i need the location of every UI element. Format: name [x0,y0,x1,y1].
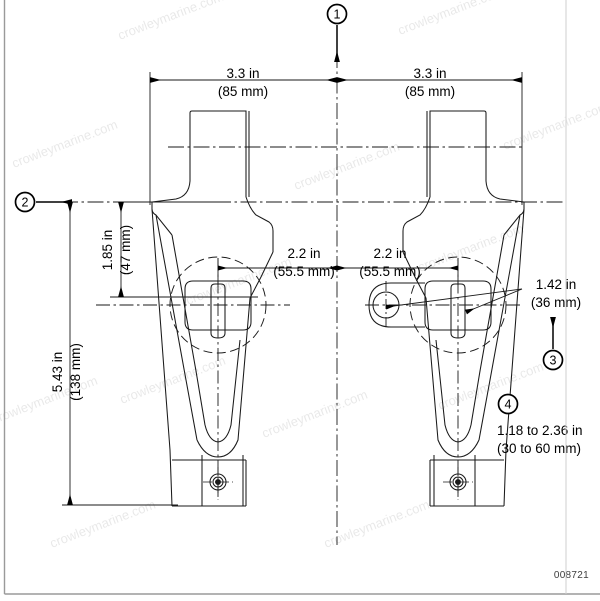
right-bracket-right-outer-taper [478,214,521,441]
left-offset-inches: 2.2 in [287,246,320,261]
left-bracket-inner-rib-v [204,339,241,443]
right-bracket-pivot-boss [424,280,492,331]
left-bracket-outer-shell [151,208,173,507]
callout-4-circle[interactable] [497,393,519,415]
left-offset-mm: (55.5 mm) [273,264,335,279]
watermark-text: crowleymarine.com [501,99,600,153]
callout-2-circle[interactable] [14,191,36,213]
right-bracket-slot [450,283,466,339]
callout-2[interactable]: 2 [14,191,73,213]
right-width-label: 3.3 in (85 mm) [405,66,455,99]
pivot-dimension-label: 1.42 in (36 mm) [531,277,581,310]
upper-height-mm: (47 mm) [118,225,133,275]
right-bracket-left-shoulder [402,196,431,252]
centerline-layer [62,52,566,545]
left-foot-bolt [203,467,233,497]
callout-4[interactable]: 4 [497,393,519,415]
right-bracket-right-inner-taper [470,234,505,426]
callout-4-label: 4 [505,398,512,412]
left-bracket-upper-left-edge [189,110,247,197]
right-offset-mm: (55.5 mm) [359,264,421,279]
watermark-text: crowleymarine.com [436,359,546,413]
left-bracket-upper-shoulder-curve [151,119,191,203]
left-width-label: 3.3 in (85 mm) [218,66,268,99]
page-border-frame [3,0,600,595]
right-bracket-upper-right-edge [429,110,487,197]
callout-3[interactable]: 3 [542,317,564,371]
right-width-mm: (85 mm) [405,84,455,99]
left-bracket-left-inner-taper [171,234,206,426]
callout-2-label: 2 [22,196,29,210]
left-width-mm: (85 mm) [218,84,268,99]
watermark-text: crowleymarine.com [10,117,120,171]
left-bracket-right-shoulder [245,196,274,252]
right-bracket-inner-rib-v [435,339,472,443]
watermark-text: crowleymarine.com [118,353,228,407]
top-width-dimension-group [149,72,523,205]
left-bracket-flange-edge [151,202,173,236]
watermark-text: crowleymarine.com [260,387,370,441]
callout-1[interactable]: 1 [326,3,348,63]
pivot-leader-line-right [465,288,523,315]
left-bracket-hidden-swing-circle [169,256,267,354]
right-bracket-left-taper-upper [402,251,427,299]
note-4-mm: (30 to 60 mm) [497,441,581,456]
note-4-inches: 1.18 to 2.36 in [497,423,583,438]
pivot-leader-line-left [385,288,523,310]
vertical-dimension-group [62,201,258,506]
total-height-label: 5.43 in (138 mm) [50,343,83,401]
left-width-inches: 3.3 in [226,66,259,81]
upper-height-label: 1.85 in (47 mm) [100,225,133,275]
right-offset-label: 2.2 in (55.5 mm) [359,246,421,279]
left-bracket-left-outer-taper [155,214,198,441]
left-bracket-pivot-boss [184,280,252,331]
right-width-inches: 3.3 in [413,66,446,81]
left-bracket-outline [151,110,274,507]
total-height-inches: 5.43 in [50,352,65,393]
callout-1-label: 1 [334,8,341,22]
right-bracket-pivot-lug [368,282,425,328]
right-bracket-upper-shoulder-curve [485,119,525,203]
right-foot-bolt [443,467,473,497]
right-bracket-outer-shell [503,208,525,507]
left-bracket-inner-rib-outer [196,297,251,458]
pivot-dimension-inches: 1.42 in [536,277,577,292]
drawing-number: 008721 [554,570,589,581]
right-bracket-inner-rib-outer [425,297,480,458]
watermark-text: crowleymarine.com [322,497,432,551]
watermark-text: crowleymarine.com [396,0,506,38]
callout-3-label: 3 [550,354,557,368]
upper-height-inches: 1.85 in [100,230,115,271]
left-bracket-slot [210,283,226,339]
offset-dimension-group [217,258,459,285]
pivot-dimension-group [385,288,523,315]
pivot-dimension-mm: (36 mm) [531,295,581,310]
callout-1-circle[interactable] [326,3,348,25]
watermark-text: crowleymarine.com [116,0,226,43]
total-height-mm: (138 mm) [68,343,83,401]
right-offset-inches: 2.2 in [373,246,406,261]
note-4-text: 1.18 to 2.36 in (30 to 60 mm) [497,423,583,456]
left-offset-label: 2.2 in (55.5 mm) [273,246,335,279]
callout-3-circle[interactable] [542,349,564,371]
right-bracket-hidden-swing-circle [409,256,507,354]
left-bracket-right-taper-upper [249,251,274,299]
